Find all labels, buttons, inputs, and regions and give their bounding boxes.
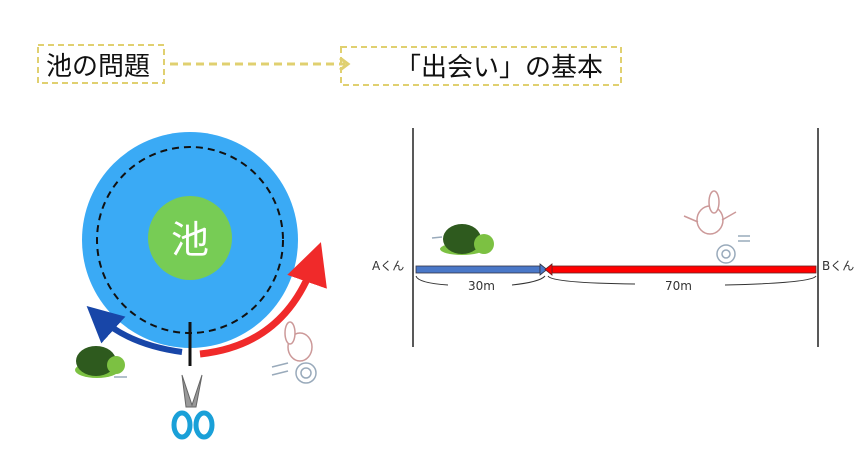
rabbit-direction-arrow xyxy=(199,242,327,358)
transition-arrow xyxy=(170,56,351,72)
person-b-label: Bくん xyxy=(822,259,854,273)
a-distance-label: 30m xyxy=(468,279,495,293)
person-a-label: Aくん xyxy=(372,259,404,273)
pond-label: 池 xyxy=(171,218,209,262)
b-distance-label: 70m xyxy=(665,279,692,293)
turtle-icon xyxy=(75,346,127,378)
a-brace-left xyxy=(415,275,449,286)
turtle-icon xyxy=(431,224,494,255)
b-brace-right xyxy=(724,275,817,286)
a-brace-right xyxy=(511,275,546,286)
right-title-box: 「出会い」の基本 xyxy=(340,46,622,86)
pond: 池 xyxy=(82,132,298,348)
scissors-icon xyxy=(171,374,215,440)
b-brace-left xyxy=(547,275,636,285)
rabbit-icon xyxy=(683,190,750,264)
a-distance-bar xyxy=(415,265,541,274)
b-distance-bar xyxy=(551,265,817,274)
rabbit-icon xyxy=(271,321,317,384)
turtle-direction-arrow xyxy=(86,305,183,355)
right-title: 「出会い」の基本 xyxy=(395,53,603,83)
left-title: 池の問題 xyxy=(46,52,150,82)
left-title-box: 池の問題 xyxy=(37,44,165,84)
